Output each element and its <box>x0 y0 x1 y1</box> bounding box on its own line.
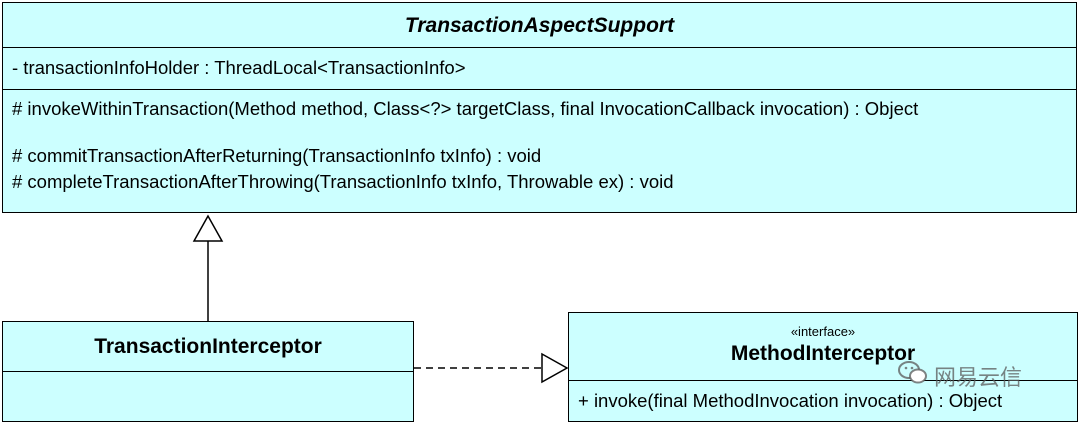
attribute-line: - transactionInfoHolder : ThreadLocal<Tr… <box>12 57 466 78</box>
interface-method-interceptor[interactable]: «interface» MethodInterceptor + invoke(f… <box>568 312 1078 422</box>
class-name: MethodInterceptor <box>730 342 916 365</box>
empty-compartment <box>3 371 413 421</box>
interface-header: «interface» MethodInterceptor <box>569 313 1077 380</box>
class-transaction-aspect-support[interactable]: TransactionAspectSupport - transactionIn… <box>2 2 1077 213</box>
class-transaction-interceptor[interactable]: TransactionInterceptor <box>2 321 414 422</box>
attributes-compartment: - transactionInfoHolder : ThreadLocal<Tr… <box>3 47 1076 89</box>
operations-compartment: + invoke(final MethodInvocation invocati… <box>569 380 1077 421</box>
class-name: TransactionAspectSupport <box>404 14 675 37</box>
watermark: 网易云信 <box>898 360 1022 392</box>
stereotype-label: «interface» <box>790 324 856 339</box>
operations-compartment: # invokeWithinTransaction(Method method,… <box>3 89 1076 212</box>
realization-arrowhead <box>541 352 569 384</box>
class-name: TransactionInterceptor <box>94 335 322 358</box>
operation-line: + invoke(final MethodInvocation invocati… <box>578 390 1003 411</box>
operation-line: # completeTransactionAfterThrowing(Trans… <box>12 171 674 192</box>
operation-line: # invokeWithinTransaction(Method method,… <box>12 98 919 119</box>
generalization-arrowhead <box>192 214 224 242</box>
wechat-icon <box>898 360 928 392</box>
operation-line: # commitTransactionAfterReturning(Transa… <box>12 145 542 166</box>
watermark-text: 网易云信 <box>934 365 1023 390</box>
